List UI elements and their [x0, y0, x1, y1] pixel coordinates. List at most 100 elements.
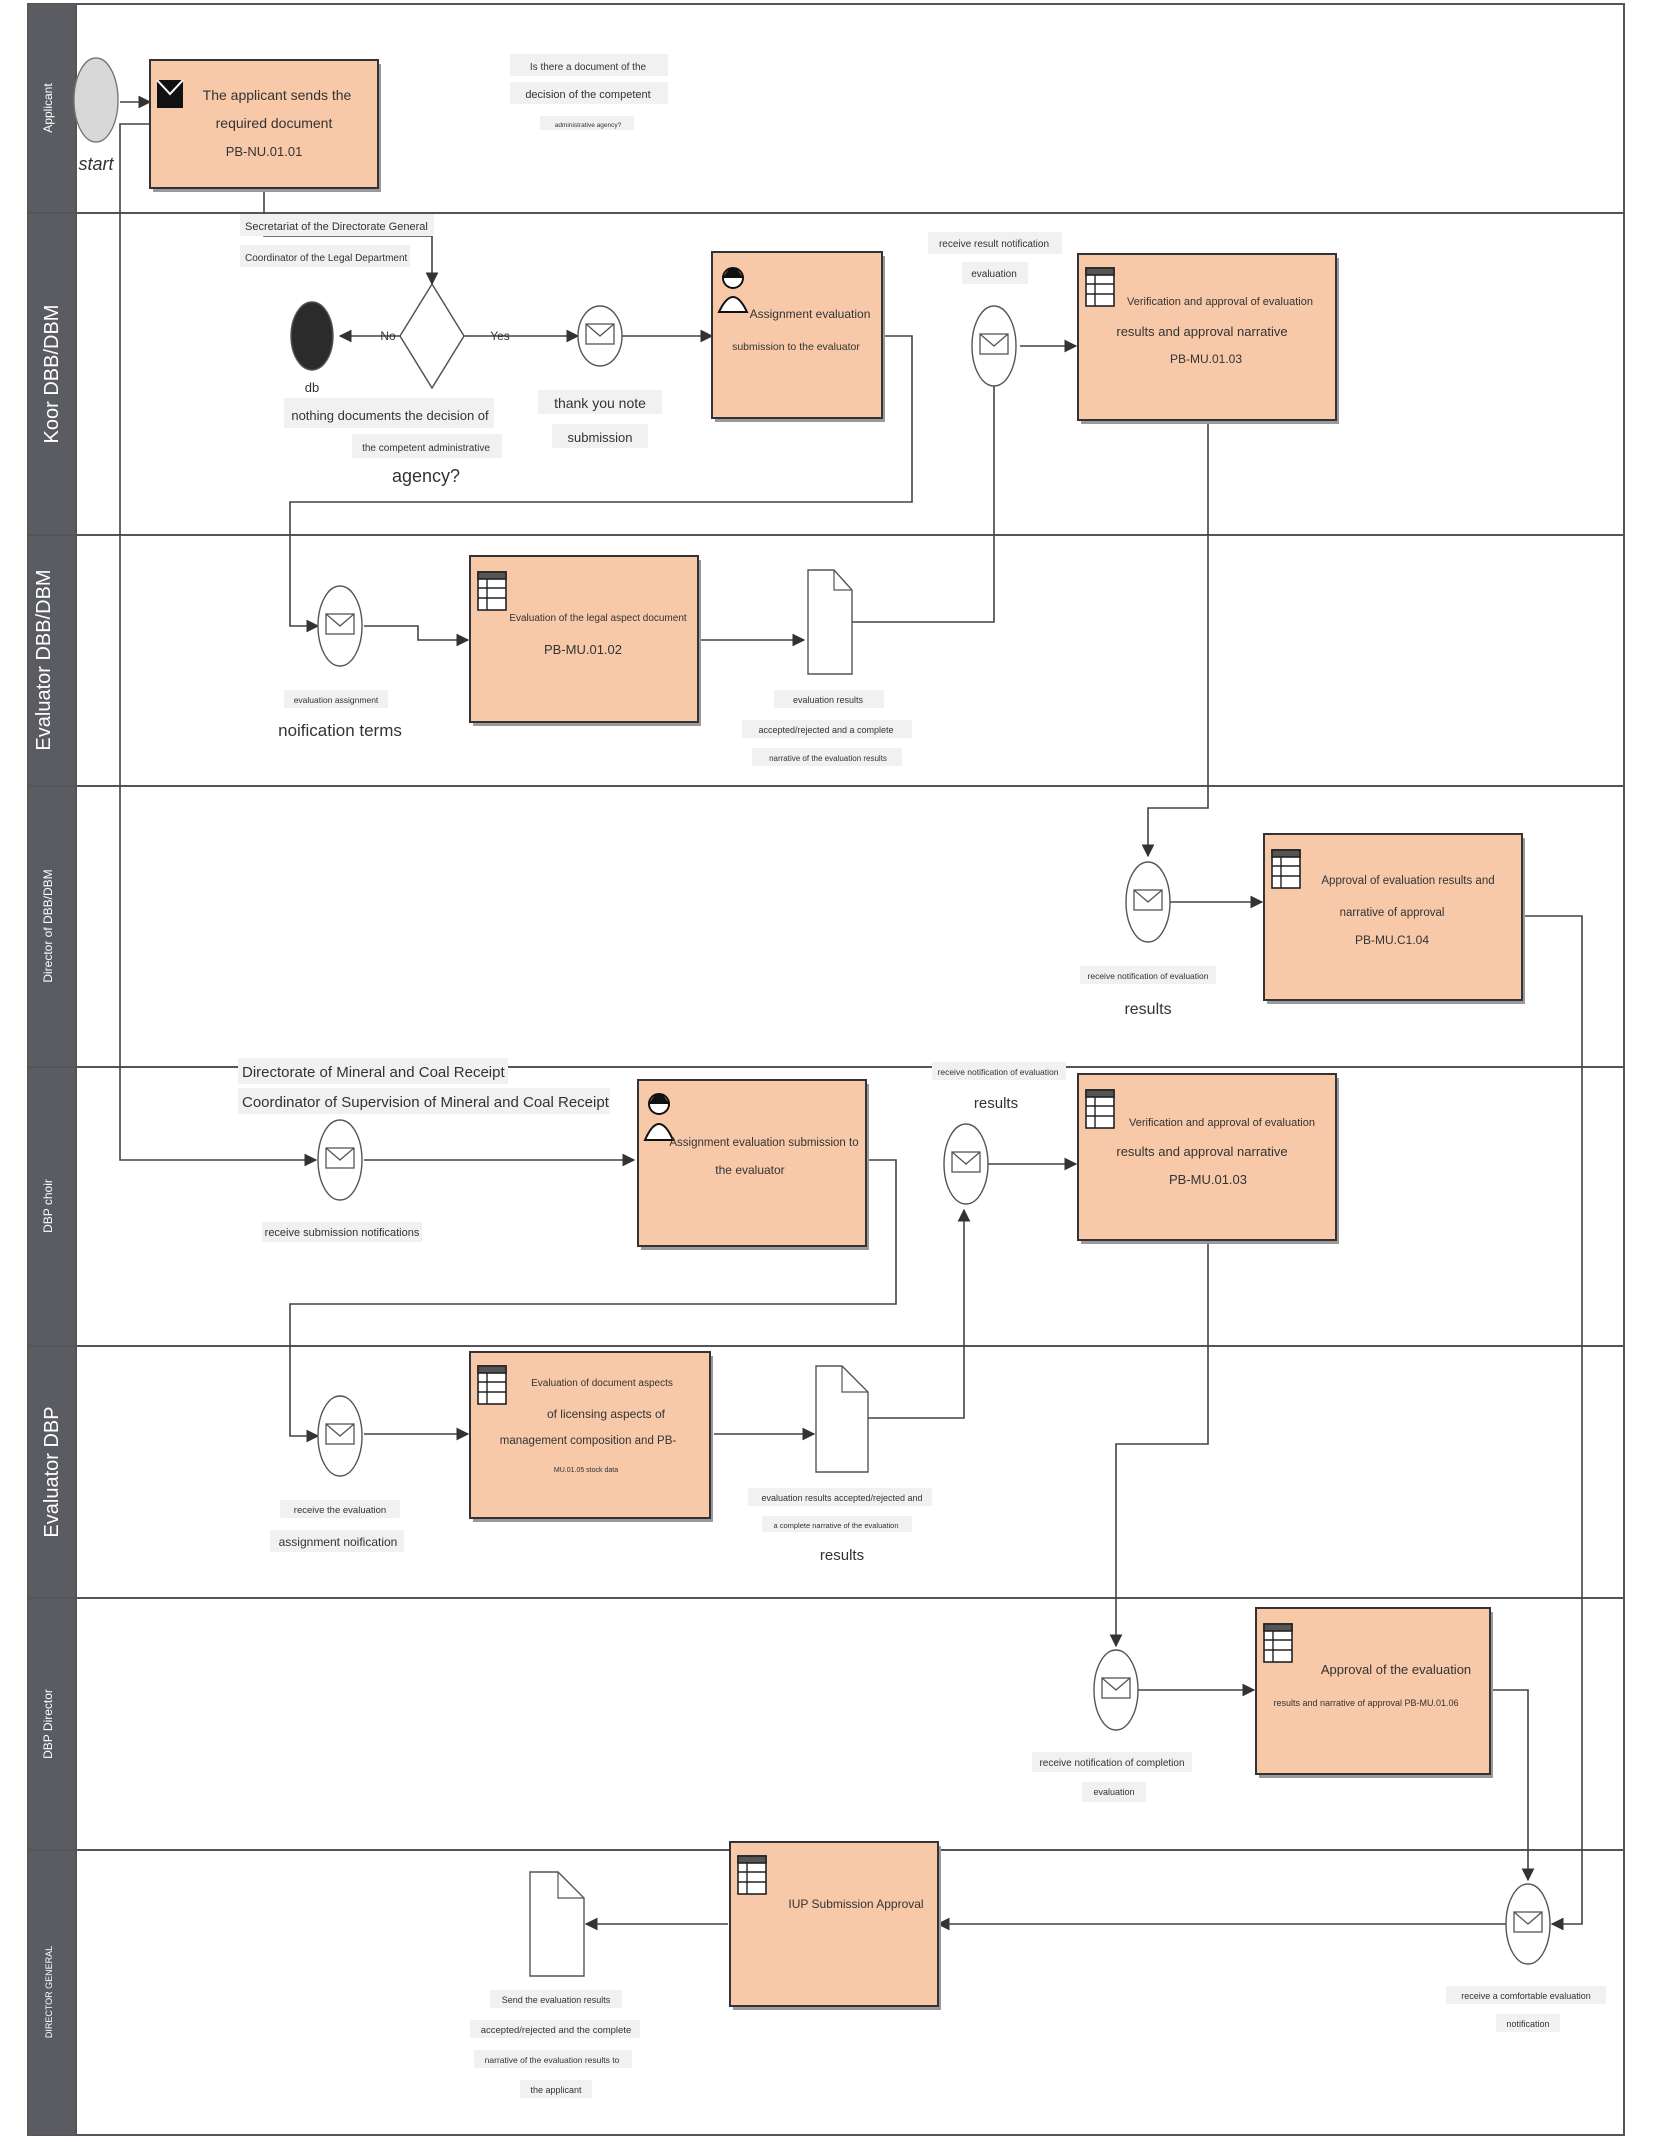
receive-eval-assignment-envelope-event: receive the evaluation assignment noific…	[270, 1395, 404, 1552]
evaluation-results-document-2: evaluation results accepted/rejected and…	[748, 1365, 932, 1564]
receive-completion-line2: evaluation	[1093, 1787, 1134, 1797]
lane-label-director-dbb: Director of DBB/DBM	[41, 869, 55, 982]
receive-comfortable-envelope-event: receive a comfortable evaluation notific…	[1446, 1883, 1606, 2032]
task-t9-line1: Approval of the evaluation	[1321, 1662, 1471, 1677]
task-t10-line1: IUP Submission Approval	[788, 1897, 923, 1911]
thank-you-line1: thank you note	[554, 395, 646, 411]
lane-label-evaluator-dbb: Evaluator DBB/DBM	[33, 569, 55, 750]
task-t3-line1: Verification and approval of evaluation	[1127, 296, 1313, 308]
task-t5-line2: narrative of approval	[1340, 907, 1445, 919]
gateway-question-bottom: nothing documents the decision of the co…	[284, 398, 502, 486]
task-t3-line3: PB-MU.01.03	[1170, 352, 1242, 366]
task-t2-line1: Assignment evaluation	[750, 307, 871, 321]
receive-eval-assign-line1: receive the evaluation	[294, 1505, 386, 1516]
task-t8-line4: MU.01.05 stock data	[554, 1467, 618, 1474]
eval-results-1-line1: evaluation results	[793, 695, 864, 705]
task-t1-line2: required document	[216, 115, 333, 131]
gateway-question-bottom-3: agency?	[392, 466, 460, 486]
start-event: start	[73, 57, 119, 174]
task-evaluation-legal-aspect[interactable]: Evaluation of the legal aspect document …	[469, 555, 701, 726]
receive-comfortable-line2: notification	[1506, 2019, 1549, 2029]
task-t5-line1: Approval of evaluation results and	[1321, 875, 1494, 887]
lane-label-applicant: Applicant	[41, 83, 55, 133]
receive-result-line1: receive result notification	[939, 239, 1049, 250]
eval-results-2-line1: evaluation results accepted/rejected and	[761, 1493, 922, 1503]
receive-completion-envelope-event: receive notification of completion evalu…	[1032, 1649, 1192, 1802]
choir-receive-result-envelope-event: receive notification of evaluation resul…	[932, 1062, 1066, 1205]
task-t2-line2: submission to the evaluator	[732, 341, 860, 353]
task-t9-line2: results and narrative of approval PB-MU.…	[1273, 1698, 1458, 1708]
lane-label-director-general: DIRECTOR GENERAL	[44, 1946, 54, 2038]
task-approval-of-evaluation[interactable]: Approval of the evaluation results and n…	[1255, 1607, 1493, 1778]
thank-you-envelope-event: thank you note submission	[538, 305, 662, 448]
task-t7-line3: PB-MU.01.03	[1169, 1172, 1247, 1187]
lane-labels: Applicant Koor DBB/DBM Evaluator DBB/DBM…	[33, 83, 63, 2039]
task-t7-line1: Verification and approval of evaluation	[1129, 1117, 1315, 1129]
send-results-line4: the applicant	[530, 2085, 582, 2095]
task-t8-line3: management composition and PB-	[500, 1435, 677, 1447]
task-verification-approval-1[interactable]: Verification and approval of evaluation …	[1077, 253, 1339, 424]
user-icon	[643, 1093, 675, 1141]
receive-submission-line1: receive submission notifications	[265, 1227, 420, 1239]
lane-header-column	[28, 4, 76, 2135]
task-t3-line2: results and approval narrative	[1116, 324, 1287, 339]
receive-result-line2: evaluation	[971, 269, 1017, 280]
directorate-mineral-line1: Directorate of Mineral and Coal Receipt	[242, 1064, 505, 1081]
secretariat-line1: Secretariat of the Directorate General	[245, 221, 428, 233]
directorate-mineral-label: Directorate of Mineral and Coal Receipt …	[238, 1058, 610, 1114]
thank-you-line2: submission	[567, 430, 632, 445]
eval-results-2-line3: results	[820, 1547, 864, 1564]
task-t1-line3: PB-NU.01.01	[226, 144, 303, 159]
eval-results-2-line2: a complete narrative of the evaluation	[773, 1521, 898, 1530]
task-assignment-evaluation[interactable]: Assignment evaluation submission to the …	[711, 251, 885, 422]
evaluation-results-document-1: evaluation results accepted/rejected and…	[742, 569, 912, 766]
eval-results-1-line2: accepted/rejected and a complete	[758, 725, 893, 735]
task-t1-line1: The applicant sends the	[203, 87, 352, 103]
task-t4-line2: PB-MU.01.02	[544, 642, 622, 657]
gateway-no-label: No	[380, 329, 396, 343]
gateway-question-top-3: administrative agency?	[555, 122, 622, 129]
receive-submission-envelope-event: receive submission notifications	[262, 1119, 422, 1242]
receive-result-envelope-event: receive result notification evaluation	[928, 232, 1062, 387]
lane-label-dbp-director: DBP Director	[41, 1689, 55, 1759]
lane-label-dbp-choir: DBP choir	[41, 1179, 55, 1233]
send-results-line2: accepted/rejected and the complete	[481, 2025, 632, 2036]
gateway-question-top-2: decision of the competent	[525, 89, 650, 101]
eval-assignment-line1: evaluation assignment	[294, 695, 379, 705]
task-evaluation-document-aspects[interactable]: Evaluation of document aspects of licens…	[469, 1351, 713, 1522]
task-t7-line2: results and approval narrative	[1116, 1144, 1287, 1159]
start-label: start	[78, 154, 114, 174]
task-iup-submission-approval[interactable]: IUP Submission Approval	[729, 1841, 941, 2010]
receive-eval-assign-line2: assignment noification	[279, 1535, 398, 1549]
task-applicant-sends-document[interactable]: The applicant sends the required documen…	[149, 59, 381, 192]
task-t8-line2: of licensing aspects of	[547, 1407, 666, 1421]
task-t5-line3: PB-MU.C1.04	[1355, 933, 1429, 947]
task-t4-line1: Evaluation of the legal aspect document	[509, 613, 687, 624]
eval-results-1-line3: narrative of the evaluation results	[769, 754, 887, 763]
gateway-question-top-1: Is there a document of the	[530, 62, 647, 73]
director-receive-line2: results	[1124, 1001, 1171, 1018]
task-t6-line2: the evaluator	[715, 1163, 784, 1177]
task-t6-line1: Assignment evaluation submission to	[669, 1137, 858, 1149]
gateway-yes-label: Yes	[490, 329, 510, 343]
receive-comfortable-line1: receive a comfortable evaluation	[1461, 1991, 1591, 2001]
secretariat-line2: Coordinator of the Legal Department	[245, 253, 408, 264]
send-results-line3: narrative of the evaluation results to	[485, 2055, 620, 2065]
send-results-line1: Send the evaluation results	[502, 1995, 611, 2005]
end-label: db	[305, 380, 319, 395]
eval-assignment-line2: noification terms	[278, 721, 402, 740]
task-assignment-evaluation-submission[interactable]: Assignment evaluation submission to the …	[637, 1079, 869, 1250]
directorate-mineral-line2: Coordinator of Supervision of Mineral an…	[242, 1094, 610, 1111]
task-verification-approval-2[interactable]: Verification and approval of evaluation …	[1077, 1073, 1339, 1244]
task-approval-evaluation-results[interactable]: Approval of evaluation results and narra…	[1263, 833, 1525, 1004]
choir-receive-line1: receive notification of evaluation	[938, 1067, 1059, 1077]
end-event: db	[290, 301, 334, 395]
choir-receive-line2: results	[974, 1095, 1018, 1112]
gateway-question-bottom-2: the competent administrative	[362, 443, 490, 454]
secretariat-label: Secretariat of the Directorate General C…	[240, 214, 434, 267]
user-icon	[717, 267, 749, 313]
gateway-question-top: Is there a document of the decision of t…	[510, 54, 668, 130]
director-receive-envelope-event: receive notification of evaluation resul…	[1080, 861, 1216, 1018]
receive-completion-line1: receive notification of completion	[1039, 1758, 1184, 1769]
send-results-document: Send the evaluation results accepted/rej…	[470, 1871, 640, 2098]
